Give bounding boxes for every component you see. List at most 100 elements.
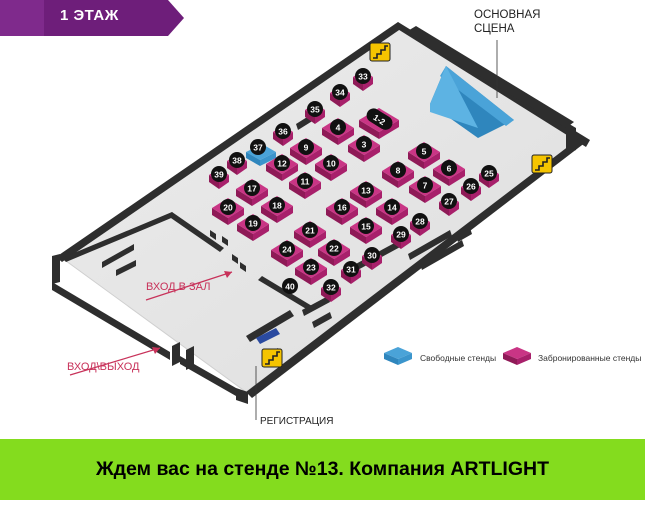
stand-number-text: 19 xyxy=(248,219,258,229)
main-stage-label-line1: ОСНОВНАЯ xyxy=(474,9,541,21)
legend-booked-swatch xyxy=(503,347,531,365)
stand-number-text: 17 xyxy=(247,184,257,194)
stand-number-text: 37 xyxy=(253,143,263,153)
stand-8-box xyxy=(382,161,414,188)
legend-free-label: Свободные стенды xyxy=(420,353,497,363)
stand-number-badge[interactable]: 18 xyxy=(269,197,285,213)
stand-number-text: 10 xyxy=(326,159,336,169)
stand-number-text: 5 xyxy=(422,147,427,157)
stand-number-badge[interactable]: 28 xyxy=(412,213,428,229)
stand-number-badge[interactable]: 20 xyxy=(220,199,236,215)
stand-number-badge[interactable]: 13 xyxy=(358,182,374,198)
stand-number-text: 20 xyxy=(223,203,233,213)
stand-number-badge[interactable]: 7 xyxy=(417,177,433,193)
stand-number-text: 13 xyxy=(361,186,371,196)
stand-number-badge[interactable]: 27 xyxy=(441,193,457,209)
stand-number-badge[interactable]: 26 xyxy=(463,178,479,194)
legend-free-swatch xyxy=(384,347,412,365)
main-stage-label: ОСНОВНАЯ СЦЕНА xyxy=(474,8,540,36)
stairs-icon xyxy=(369,42,391,62)
stand-number-badge[interactable]: 36 xyxy=(275,123,291,139)
main-stage xyxy=(430,66,514,138)
stand-number-text: 36 xyxy=(278,127,288,137)
stand-number-badge[interactable]: 5 xyxy=(416,143,432,159)
stand-number-badge[interactable]: 6 xyxy=(441,160,457,176)
stairs-icon xyxy=(531,154,553,174)
floor-tag: 1 ЭТАЖ xyxy=(0,0,184,36)
stand-number-text: 26 xyxy=(466,182,476,192)
stand-number-badge[interactable]: 11 xyxy=(297,173,313,189)
stand-number-text: 16 xyxy=(337,203,347,213)
stand-number-badge[interactable]: 9 xyxy=(298,139,314,155)
stand-number-text: 30 xyxy=(367,251,377,261)
stand-number-badge[interactable]: 8 xyxy=(390,162,406,178)
stand-number-badge[interactable]: 15 xyxy=(358,218,374,234)
stand-number-text: 31 xyxy=(346,265,356,275)
stand-number-text: 15 xyxy=(361,222,371,232)
stand-number-text: 32 xyxy=(326,283,336,293)
entry-hall-label: ВХОД В ЗАЛ xyxy=(146,281,211,293)
promo-banner-text: Ждем вас на стенде №13. Компания ARTLIGH… xyxy=(96,458,549,480)
stand-number-badge[interactable]: 25 xyxy=(481,165,497,181)
stand-number-text: 12 xyxy=(277,159,287,169)
stand-number-badge[interactable]: 17 xyxy=(244,180,260,196)
stand-number-badge[interactable]: 35 xyxy=(307,101,323,117)
stand-number-badge[interactable]: 34 xyxy=(332,84,348,100)
stand-number-text: 4 xyxy=(336,123,341,133)
stand-number-badge[interactable]: 32 xyxy=(323,279,339,295)
stand-number-badge[interactable]: 23 xyxy=(303,259,319,275)
stand-number-text: 6 xyxy=(447,164,452,174)
stand-number-text: 34 xyxy=(335,88,345,98)
stand-number-text: 7 xyxy=(423,181,428,191)
inner-partitions xyxy=(62,114,472,370)
stand-number-text: 33 xyxy=(358,72,368,82)
stand-number-badge[interactable]: 40 xyxy=(282,278,298,294)
stand-number-badge[interactable]: 12 xyxy=(274,155,290,171)
arrow-icon xyxy=(69,347,161,376)
stand-number-text: 14 xyxy=(387,203,397,213)
stand-number-badge[interactable]: 30 xyxy=(364,247,380,263)
stairs-icon xyxy=(261,348,283,368)
stand-number-text: 40 xyxy=(285,282,295,292)
stand-number-badge[interactable]: 19 xyxy=(245,215,261,231)
stand-number-text: 27 xyxy=(444,197,454,207)
stand-number-badge[interactable]: 22 xyxy=(326,240,342,256)
stand-number-text: 11 xyxy=(301,177,310,187)
stand-number-badge[interactable]: 31 xyxy=(343,261,359,277)
stand-number-badge[interactable]: 10 xyxy=(323,155,339,171)
stand-number-badge[interactable]: 4 xyxy=(330,119,346,135)
stand-number-badge[interactable]: 21 xyxy=(302,222,318,238)
main-stage-label-line2: СЦЕНА xyxy=(474,23,515,35)
stand-number-text: 35 xyxy=(310,105,320,115)
stand-number-text: 3 xyxy=(362,140,367,150)
stand-number-text: 38 xyxy=(232,156,242,166)
stand-number-text: 21 xyxy=(305,226,315,236)
stand-number-badge[interactable]: 14 xyxy=(384,199,400,215)
stand-number-badge[interactable]: 37 xyxy=(250,139,266,155)
stand-number-badge[interactable]: 39 xyxy=(211,166,227,182)
stand-number-badge[interactable]: 33 xyxy=(355,68,371,84)
floor-tag-shape xyxy=(0,0,184,36)
floor-label: 1 ЭТАЖ xyxy=(60,7,119,24)
stand-number-text: 39 xyxy=(214,170,224,180)
stand-number-text: 23 xyxy=(306,263,316,273)
stand-number-badge[interactable]: 29 xyxy=(393,226,409,242)
stand-number-text: 8 xyxy=(396,166,401,176)
stand-number-text: 25 xyxy=(484,169,494,179)
registration-desk xyxy=(256,328,280,344)
stand-number-text: 9 xyxy=(304,143,309,153)
outer-walls xyxy=(52,22,590,404)
stand-number-badge[interactable]: 38 xyxy=(229,152,245,168)
stand-number-text: 24 xyxy=(282,245,292,255)
stand-number-text: 22 xyxy=(329,244,339,254)
arrow-icon xyxy=(145,271,233,301)
stand-number-badge[interactable]: 24 xyxy=(279,241,295,257)
stand-number-text: 29 xyxy=(396,230,406,240)
stand-number-badge[interactable]: 1-2 xyxy=(364,106,395,133)
stand-number-badge[interactable]: 3 xyxy=(356,136,372,152)
stand-number-badge[interactable]: 16 xyxy=(334,199,350,215)
entry-exit-label: ВХОД\ВЫХОД xyxy=(67,361,140,373)
stand-number-text: 28 xyxy=(415,217,425,227)
registration-label: РЕГИСТРАЦИЯ xyxy=(260,416,334,427)
